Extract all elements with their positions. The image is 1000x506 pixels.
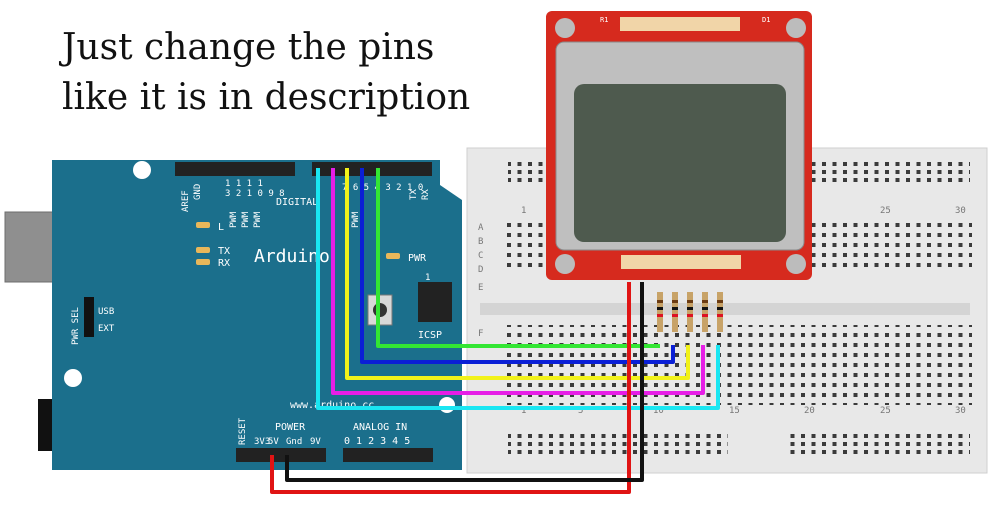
wire-red <box>270 282 631 494</box>
led-tx <box>196 247 210 253</box>
analog-header <box>343 448 433 462</box>
label-aref: AREF <box>181 190 191 212</box>
resistor <box>657 292 663 332</box>
col-label-bottom-20: 20 <box>804 406 815 416</box>
label-digital-low: 7 6 5 4 3 2 1 0 <box>342 183 423 193</box>
mounting-hole <box>133 161 151 179</box>
label-gnd: GND <box>193 184 203 200</box>
label-pwr-sel: PWR SEL <box>71 307 81 345</box>
power-header <box>236 448 326 462</box>
caption-line-1: Just change the pins <box>62 27 435 68</box>
resistor <box>672 292 678 332</box>
wire-magenta <box>331 168 705 395</box>
wire-green <box>376 168 660 348</box>
breadboard-column-labels-bottom: 1 5 10 15 20 25 30 <box>521 406 966 416</box>
lcd-mount-hole <box>786 254 806 274</box>
digital-header-right <box>312 162 432 176</box>
label-3v3: 3V3 <box>254 437 270 447</box>
row-label-e: E <box>478 283 483 293</box>
label-analog-in: ANALOG IN <box>353 422 407 433</box>
label-pwm-2: PWM <box>241 211 251 228</box>
col-label-bottom-5: 5 <box>578 406 583 416</box>
resistors <box>657 292 723 332</box>
row-label-b: B <box>478 237 483 247</box>
label-rx: RX <box>218 258 230 269</box>
label-9v: 9V <box>310 437 321 447</box>
led-rx <box>196 259 210 265</box>
lcd-bottom-pins <box>621 255 741 269</box>
label-digital-units: 3 2 1 0 9 8 <box>225 189 285 199</box>
lcd-mount-hole <box>555 18 575 38</box>
lcd-screen <box>574 84 786 242</box>
digital-header-left <box>175 162 295 176</box>
caption-line-2: like it is in description <box>62 77 471 118</box>
lcd-mount-hole <box>786 18 806 38</box>
lcd-module: R1 D1 <box>546 11 812 280</box>
lcd-mount-hole <box>555 254 575 274</box>
col-label-1: 1 <box>521 206 526 216</box>
power-rail-top-right <box>790 160 970 186</box>
power-rail-bottom-left <box>508 432 728 458</box>
wire-cyan <box>316 168 720 410</box>
col-label-bottom-15: 15 <box>729 406 740 416</box>
wire-yellow <box>345 168 690 380</box>
lcd-label-d1: D1 <box>762 16 770 24</box>
label-digital-tens: 1 1 1 1 <box>225 179 263 189</box>
breadboard-column-labels-top: 1 25 30 <box>521 206 966 216</box>
mounting-hole <box>439 397 455 413</box>
led-l <box>196 222 210 228</box>
col-label-bottom-1: 1 <box>521 406 526 416</box>
label-l: L <box>218 222 224 233</box>
wire-blue <box>360 168 675 364</box>
row-label-a: A <box>478 223 484 233</box>
label-digital: DIGITAL <box>276 197 318 208</box>
label-tx-header: TX <box>409 189 419 200</box>
label-tx: TX <box>218 246 230 257</box>
label-pwm-4: PWM <box>351 211 361 228</box>
row-label-c: C <box>478 251 483 261</box>
label-icsp-one: 1 <box>425 273 430 283</box>
label-usb: USB <box>98 307 114 317</box>
lcd-top-pins <box>620 17 740 31</box>
col-label-bottom-30: 30 <box>955 406 966 416</box>
pwr-sel-jumper <box>84 297 94 337</box>
row-label-f: F <box>478 329 483 339</box>
wire-black <box>285 282 644 482</box>
col-label-bottom-25: 25 <box>880 406 891 416</box>
led-pwr <box>386 253 400 259</box>
icsp-header <box>418 282 452 322</box>
label-ext: EXT <box>98 324 115 334</box>
arduino-board: Arduino www.arduino.cc L TX RX PWR ICSP … <box>4 160 462 470</box>
label-analog-numbers: 0 1 2 3 4 5 <box>344 436 410 447</box>
col-label-bottom-10: 10 <box>653 406 664 416</box>
row-label-d: D <box>478 265 483 275</box>
col-label-30: 30 <box>955 206 966 216</box>
power-rail-bottom-right <box>790 432 970 458</box>
arduino-brand: Arduino <box>254 246 330 267</box>
label-pwm-3: PWM <box>253 211 263 228</box>
lcd-label-r1: R1 <box>600 16 608 24</box>
mounting-hole <box>64 369 82 387</box>
breadboard-row-labels: A B C D E F <box>478 223 484 339</box>
wires <box>270 168 720 494</box>
label-reset: RESET <box>238 417 248 445</box>
label-icsp: ICSP <box>418 330 442 341</box>
resistor <box>717 292 723 332</box>
arduino-website: www.arduino.cc <box>290 400 374 411</box>
label-gnd-lower: Gnd <box>286 437 302 447</box>
label-5v: 5V <box>268 437 279 447</box>
center-channel <box>480 303 970 315</box>
resistor <box>702 292 708 332</box>
label-pwr: PWR <box>408 253 427 264</box>
label-power: POWER <box>275 422 306 433</box>
col-label-25: 25 <box>880 206 891 216</box>
label-pwm-1: PWM <box>229 211 239 228</box>
label-rx-header: RX <box>421 189 431 200</box>
resistor <box>687 292 693 332</box>
